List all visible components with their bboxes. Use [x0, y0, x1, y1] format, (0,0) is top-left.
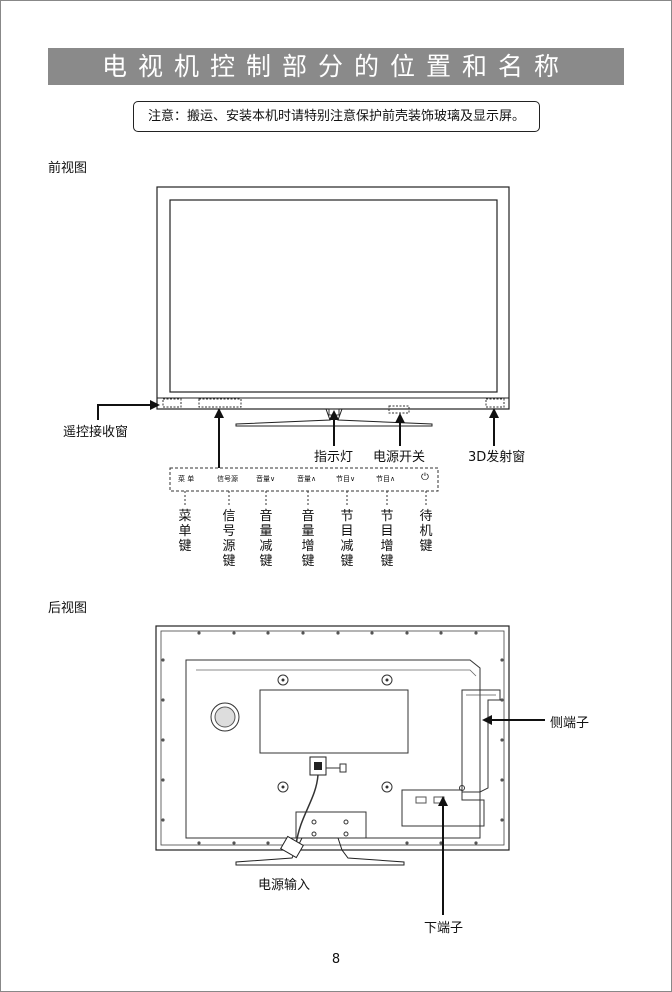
remote-window-zone	[162, 398, 182, 408]
callout-3d-emitter: 3D发射窗	[468, 450, 526, 465]
power-switch-zone	[388, 405, 410, 414]
callout-remote-window: 遥控接收窗	[63, 425, 129, 440]
key-name-ch-up: 节目增键	[380, 509, 394, 569]
callout-power-input: 电源输入	[258, 878, 311, 893]
power-icon: ⏻	[421, 472, 429, 483]
notice-box: 注意：搬运、安装本机时请特别注意保护前壳装饰玻璃及显示屏。	[133, 101, 540, 132]
key-name-vol-up: 音量增键	[301, 509, 315, 569]
key-label-menu: 菜 单	[178, 475, 195, 483]
front-view-title: 前视图	[48, 161, 88, 176]
key-name-source: 信号源键	[222, 509, 236, 569]
keys-zone	[198, 398, 242, 408]
banner-title: 电视机控制部分的位置和名称	[48, 48, 624, 85]
callout-indicator: 指示灯	[314, 450, 354, 465]
rear-view-title: 后视图	[48, 601, 88, 616]
key-label-ch-down: 节目∨	[336, 475, 356, 483]
key-name-standby: 待机键	[419, 509, 433, 554]
key-label-source: 信号源	[217, 475, 238, 483]
callout-bottom-terminals: 下端子	[424, 921, 464, 936]
emitter-zone	[485, 398, 505, 408]
key-label-ch-up: 节目∧	[376, 475, 396, 483]
key-name-ch-down: 节目减键	[340, 509, 354, 569]
callout-power-switch: 电源开关	[373, 450, 426, 465]
page-number: 8	[331, 952, 341, 967]
key-label-vol-up: 音量∧	[297, 475, 317, 483]
callout-side-terminals: 侧端子	[550, 716, 590, 731]
key-name-menu: 菜单键	[178, 509, 192, 554]
key-name-vol-down: 音量减键	[259, 509, 273, 569]
key-label-vol-down: 音量∨	[256, 475, 276, 483]
